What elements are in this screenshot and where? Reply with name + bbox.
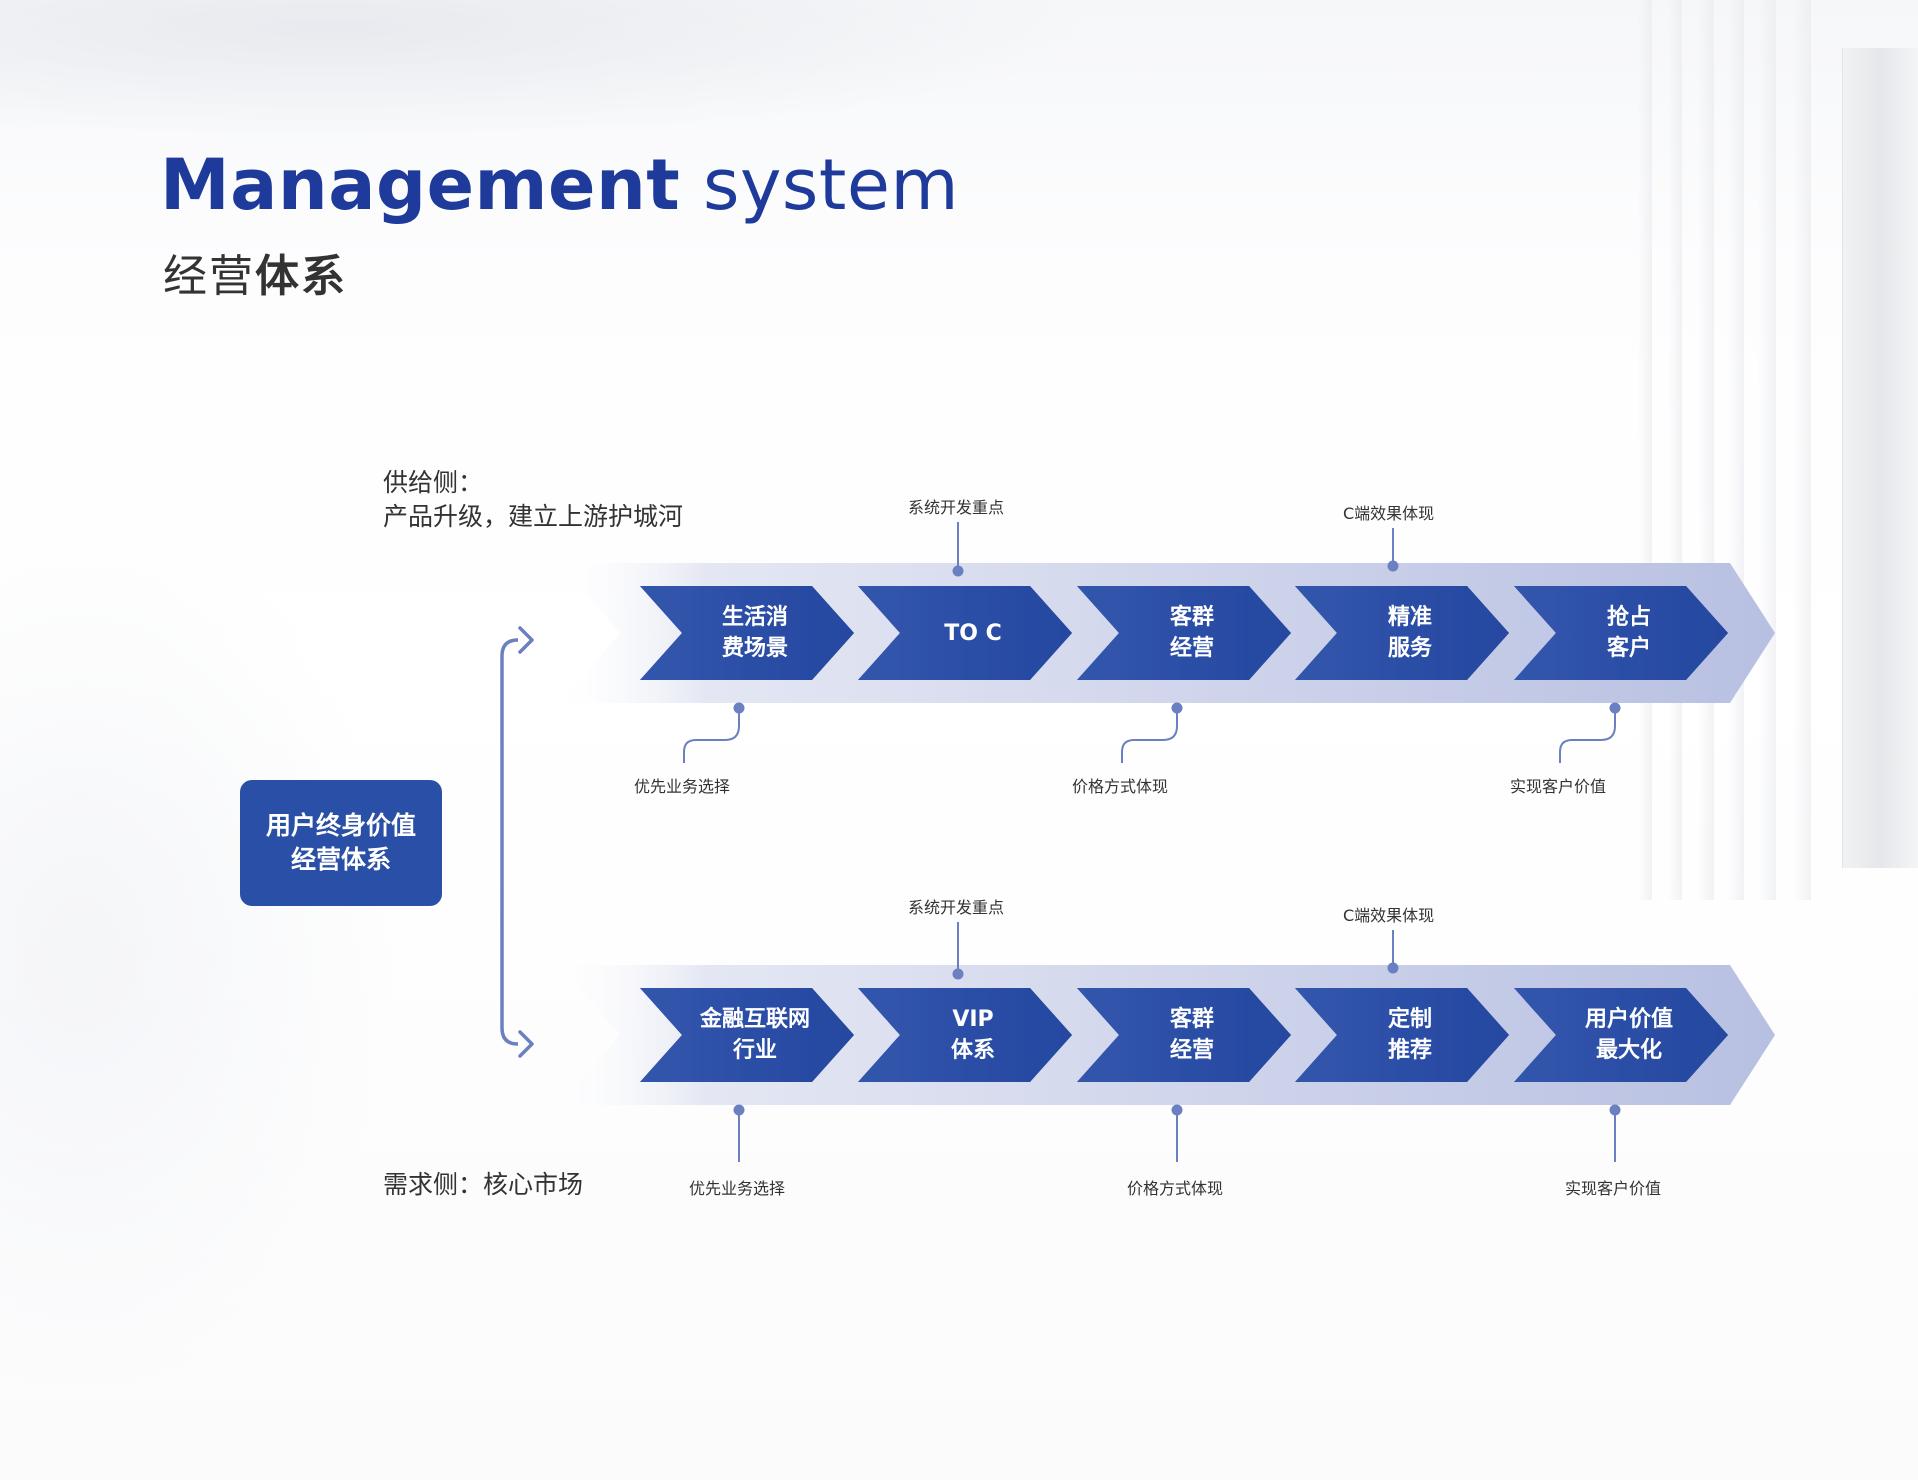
arrow-down-row-icon [518,1030,534,1058]
step-label-line2: 经营 [1169,636,1214,661]
annotation-dot [1387,962,1399,974]
bottom-annotation: 优先业务选择 [689,1179,786,1198]
step-label-line1: VIP [952,1007,994,1032]
step-label-line2: 体系 [950,1038,995,1063]
background-glow [0,500,400,1400]
title-light: system [680,144,960,226]
subtitle-light: 经营 [163,251,255,302]
step-label-line1: 金融互联网 [699,1007,810,1032]
step-label: 金融互联网行业 [665,988,845,1082]
step-label: TO C [883,586,1063,680]
step-label-line1: 抢占 [1606,605,1651,630]
annotation-dot [1171,1104,1183,1116]
step-label-line2: 服务 [1387,636,1432,661]
background-pillars [1598,0,1918,900]
demand-side-label: 需求侧：核心市场 [383,1170,584,1199]
step-label-line2: 最大化 [1595,1038,1662,1063]
step-label-line1: 客群 [1169,605,1214,630]
step-label-line1: 定制 [1387,1007,1432,1032]
step-label: 定制推荐 [1320,988,1500,1082]
step-label-line2: 客户 [1606,636,1651,661]
step-label: 客群经营 [1102,586,1282,680]
step-label-line1: TO C [944,620,1002,646]
center-node: 用户终身价值 经营体系 [240,780,442,906]
annotation-dot [952,968,964,980]
annotation-connector [1121,708,1178,763]
top-annotation: 系统开发重点 [908,498,1005,517]
annotation-connector [683,708,740,763]
branch-bracket [500,626,534,1058]
step-label: 客群经营 [1102,988,1282,1082]
bottom-annotation: 优先业务选择 [634,777,731,796]
step-label-line1: 用户价值 [1584,1007,1673,1032]
step-label-line1: 客群 [1169,1007,1214,1032]
center-node-line2: 经营体系 [290,845,391,874]
bottom-annotation: 价格方式体现 [1072,777,1169,796]
bracket-line [500,638,519,1046]
center-node-line1: 用户终身价值 [265,811,416,840]
step-label-line2: 推荐 [1387,1038,1432,1063]
top-annotation: C端效果体现 [1343,504,1435,523]
step-label: 抢占客户 [1539,586,1719,680]
step-label-line1: 精准 [1387,605,1432,630]
step-label: 生活消费场景 [665,586,845,680]
step-label-line1: 生活消 [721,605,788,630]
step-label-line2: 经营 [1169,1038,1214,1063]
supply-side-title: 供给侧： [383,468,484,497]
step-label: 用户价值最大化 [1539,988,1719,1082]
step-label-line2: 行业 [732,1038,777,1063]
annotation-dot [1171,702,1183,714]
top-annotation: C端效果体现 [1343,906,1435,925]
step-label-line2: 费场景 [721,636,788,661]
bottom-annotation: 实现客户价值 [1565,1179,1662,1198]
step-label: 精准服务 [1320,586,1500,680]
page-subtitle: 经营体系 [163,255,347,299]
subtitle-bold: 体系 [255,251,347,302]
annotation-dot [733,1104,745,1116]
bottom-annotation: 价格方式体现 [1127,1179,1224,1198]
step-label: VIP 体系 [883,988,1063,1082]
top-annotation: 系统开发重点 [908,898,1005,917]
annotation-dot [1609,1104,1621,1116]
arrow-up-row-icon [518,626,534,654]
page-title: Management system [160,150,959,220]
title-bold: Management [160,144,681,226]
supply-side-desc: 产品升级，建立上游护城河 [383,502,684,531]
annotation-dot [1387,560,1399,572]
supply-side-label: 供给侧： 产品升级，建立上游护城河 [383,466,683,534]
annotation-dot [733,702,745,714]
annotation-dot [952,565,964,577]
bottom-annotation: 实现客户价值 [1510,777,1607,796]
background-wave [0,0,1100,140]
